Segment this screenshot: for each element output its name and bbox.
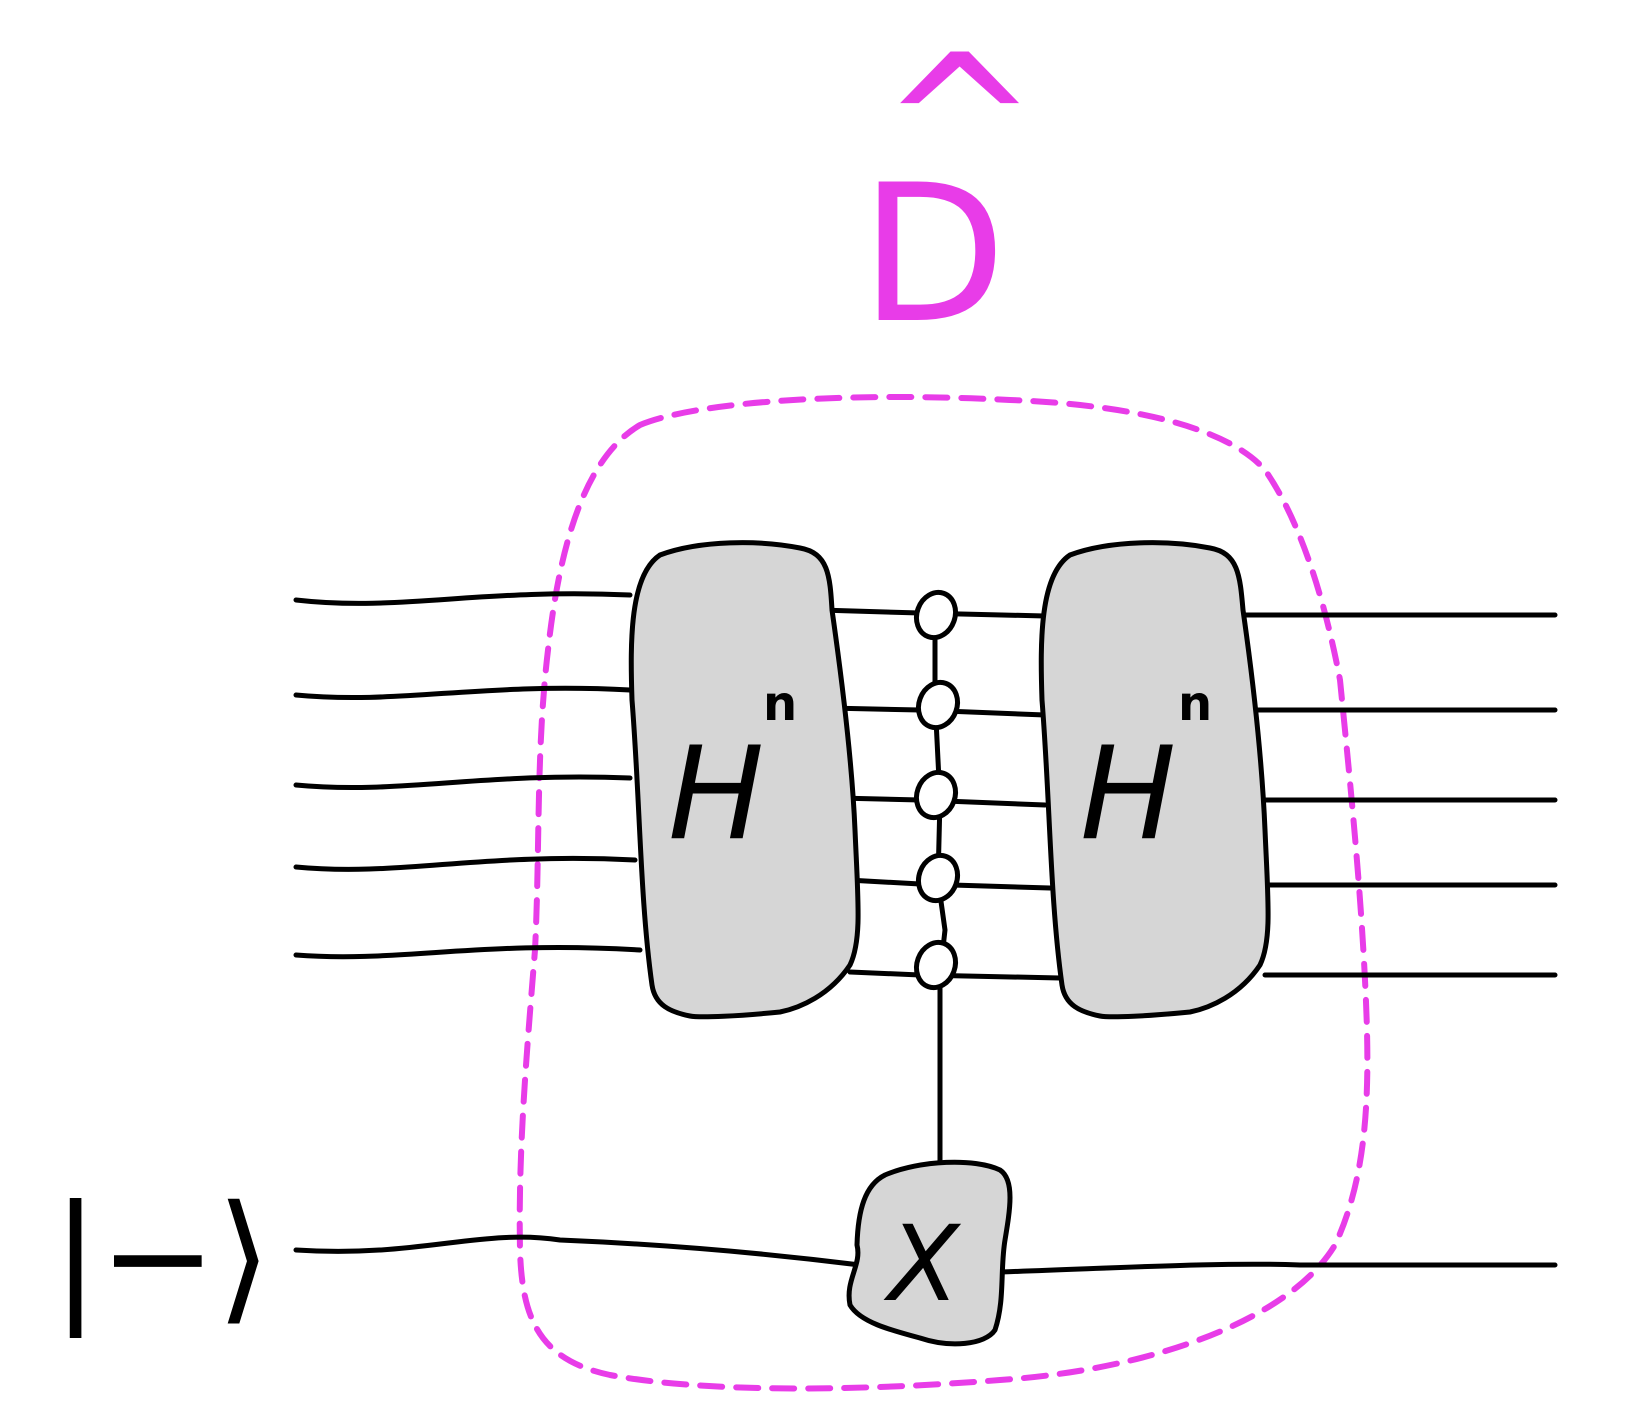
control-dot-2 <box>915 679 961 731</box>
ancilla-state-label: |−⟩ <box>52 1176 271 1339</box>
wire-4-in <box>293 855 638 872</box>
wire-5-in <box>293 944 643 960</box>
input-wires <box>293 591 863 1268</box>
output-wires <box>997 612 1558 1275</box>
ancilla-wire-out <box>997 1261 1558 1275</box>
operator-region <box>516 394 1371 1392</box>
hadamard-gate-left[interactable]: H n <box>628 540 861 1020</box>
hadamard-right-base: H <box>1080 720 1176 869</box>
operator-hat: ^ <box>880 14 1039 235</box>
x-gate-box <box>846 1159 1013 1347</box>
control-dot-1 <box>913 589 959 641</box>
operator-letter: D <box>860 144 1006 365</box>
control-dot-4 <box>915 852 961 904</box>
control-dot-3 <box>913 769 959 821</box>
x-gate[interactable]: X <box>846 1159 1013 1347</box>
control-dot-5 <box>913 939 959 991</box>
hadamard-left-base: H <box>668 720 764 869</box>
operator-label: ^ D <box>860 14 1039 365</box>
ancilla-wire-in <box>293 1234 863 1268</box>
wire-1-in <box>293 591 633 606</box>
wire-2-in <box>293 685 633 701</box>
wire-3-in <box>293 774 633 791</box>
hadamard-left-exponent: n <box>763 676 797 732</box>
control-dots <box>913 589 961 991</box>
hadamard-box-right <box>1038 540 1271 1020</box>
hadamard-box-left <box>628 540 861 1020</box>
x-gate-label: X <box>883 1203 962 1325</box>
hadamard-gate-right[interactable]: H n <box>1038 540 1271 1020</box>
hadamard-right-exponent: n <box>1178 676 1212 732</box>
